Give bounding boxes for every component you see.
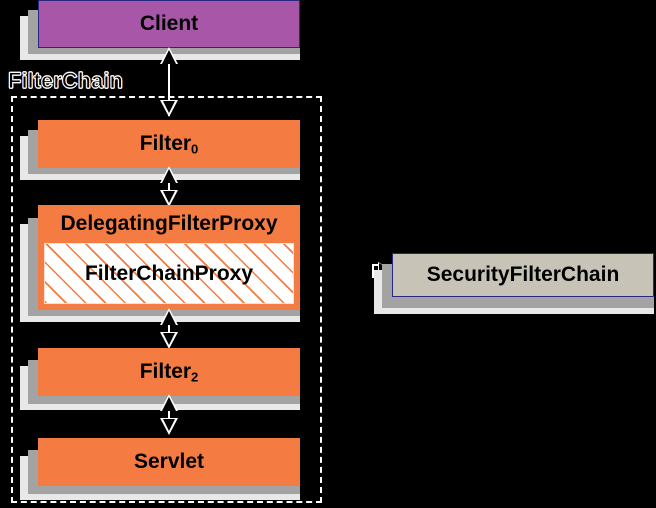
- filter0-subscript: 0: [191, 141, 199, 157]
- arrowhead-up: [160, 166, 178, 183]
- arrowhead-down: [160, 418, 178, 435]
- filter-chain-proxy-box[interactable]: FilterChainProxy: [44, 243, 294, 304]
- filterchain-container: [11, 96, 322, 503]
- servlet-label: Servlet: [133, 450, 205, 473]
- client-label: Client: [139, 12, 199, 35]
- servlet-box[interactable]: Servlet: [38, 438, 300, 486]
- security-filter-chain-label: SecurityFilterChain: [426, 263, 620, 286]
- filter0-label: Filter0: [139, 131, 199, 157]
- filter0-box[interactable]: Filter0: [38, 120, 300, 168]
- arrowhead-up: [160, 308, 178, 325]
- arrowhead-down: [160, 100, 178, 117]
- arrowhead-up: [160, 47, 178, 64]
- arrowhead-down: [160, 190, 178, 207]
- edge-line: [168, 172, 170, 204]
- filter-chain-proxy-label: FilterChainProxy: [84, 261, 254, 285]
- filter2-box[interactable]: Filter2: [38, 348, 300, 396]
- filter2-subscript: 2: [191, 369, 199, 385]
- edge-line: [168, 54, 170, 116]
- edge-line: [168, 314, 170, 346]
- client-box[interactable]: Client: [38, 0, 300, 48]
- arrowhead-down: [160, 332, 178, 349]
- filterchain-label: FilterChain: [8, 68, 124, 94]
- security-filter-chain-box[interactable]: SecurityFilterChain: [392, 253, 654, 297]
- edge-line: [168, 400, 170, 432]
- delegating-filter-proxy-box[interactable]: DelegatingFilterProxy FilterChainProxy: [38, 205, 300, 310]
- arrowhead-up: [160, 394, 178, 411]
- filter2-label: Filter2: [139, 359, 199, 385]
- delegating-filter-proxy-label: DelegatingFilterProxy: [60, 211, 278, 235]
